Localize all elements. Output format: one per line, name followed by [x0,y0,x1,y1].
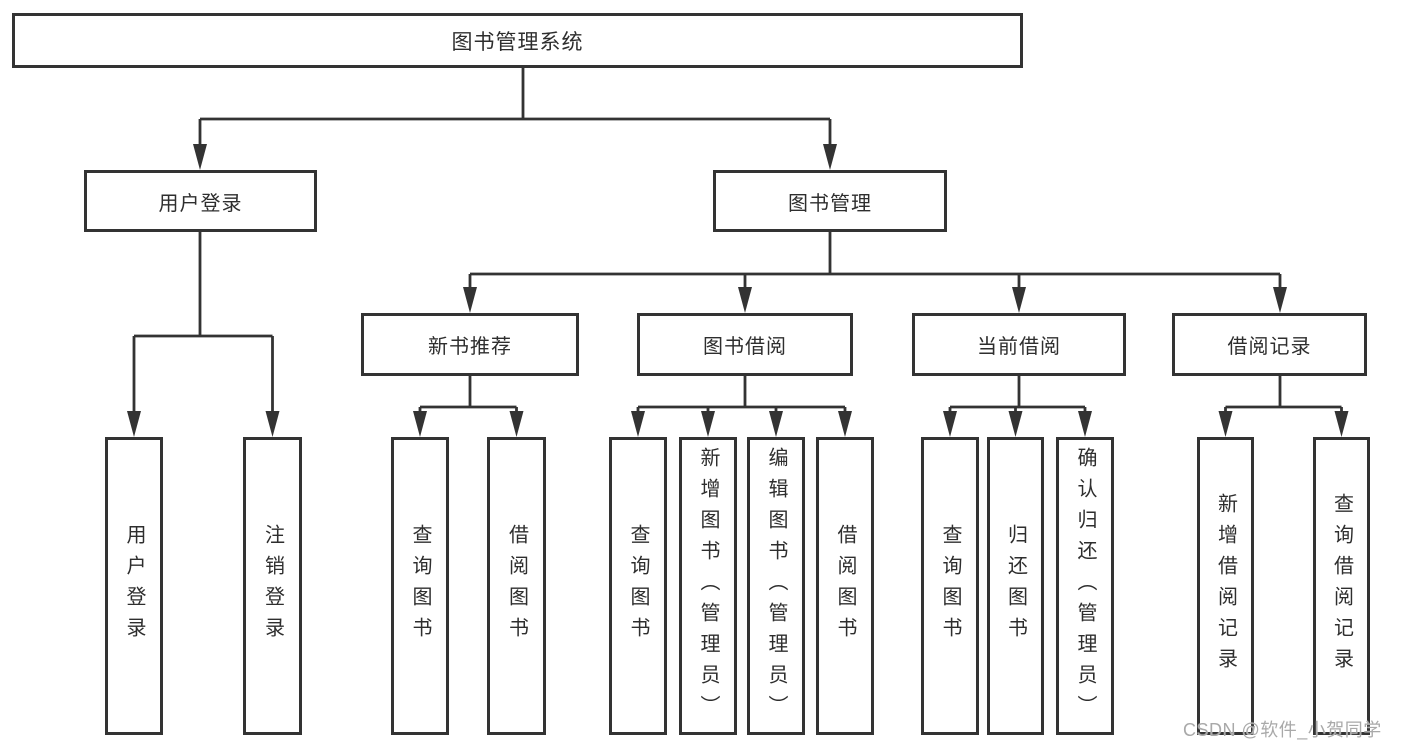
leaf-label: 用户登录 [123,524,145,648]
node-label: 图书管理系统 [451,30,584,54]
node-label: 用户登录 [158,192,243,215]
leaf-label: 借阅图书 [505,524,528,648]
leaf-edit-book-admin: 编辑图书（管理员） [747,437,805,735]
leaf-label: 新增借阅记录 [1214,493,1237,679]
node-borrowing-records: 借阅记录 [1172,313,1367,376]
leaf-add-borrow-record: 新增借阅记录 [1197,437,1254,735]
arrowheads [127,144,1349,437]
node-label: 新书推荐 [428,336,512,358]
leaf-query-books-borrowing: 查询图书 [609,437,667,735]
csdn-watermark: CSDN @软件_小贺同学 [1183,720,1382,740]
leaf-label: 查询图书 [409,524,431,648]
leaf-label: 归还图书 [1004,524,1027,648]
leaf-label: 编辑图书（管理员） [765,446,787,726]
leaf-query-borrow-record: 查询借阅记录 [1313,437,1370,735]
leaf-query-books-recommend: 查询图书 [391,437,449,735]
node-book-borrowing: 图书借阅 [637,313,853,376]
node-system-root: 图书管理系统 [12,13,1023,68]
leaf-label: 借阅图书 [834,524,856,648]
leaf-confirm-return-admin: 确认归还（管理员） [1056,437,1114,735]
leaf-add-book-admin: 新增图书（管理员） [679,437,737,735]
leaf-return-book: 归还图书 [987,437,1044,735]
leaf-label: 新增图书（管理员） [697,446,719,726]
node-label: 当前借阅 [977,336,1061,358]
leaf-label: 查询图书 [627,524,649,648]
leaf-label: 查询图书 [939,524,961,648]
leaf-label: 查询借阅记录 [1330,493,1353,679]
node-user-login: 用户登录 [84,170,317,232]
leaf-user-login: 用户登录 [105,437,163,735]
leaf-borrow-books: 借阅图书 [816,437,874,735]
leaf-logout: 注销登录 [243,437,302,735]
leaf-label: 注销登录 [261,524,284,648]
leaf-label: 确认归还（管理员） [1074,446,1096,726]
leaf-query-books-current: 查询图书 [921,437,979,735]
node-current-borrowing: 当前借阅 [912,313,1126,376]
node-new-book-recommendation: 新书推荐 [361,313,579,376]
node-label: 图书管理 [788,192,872,215]
node-label: 借阅记录 [1227,336,1312,358]
node-label: 图书借阅 [703,336,787,358]
node-book-management: 图书管理 [713,170,947,232]
leaf-borrow-books-recommend: 借阅图书 [487,437,546,735]
